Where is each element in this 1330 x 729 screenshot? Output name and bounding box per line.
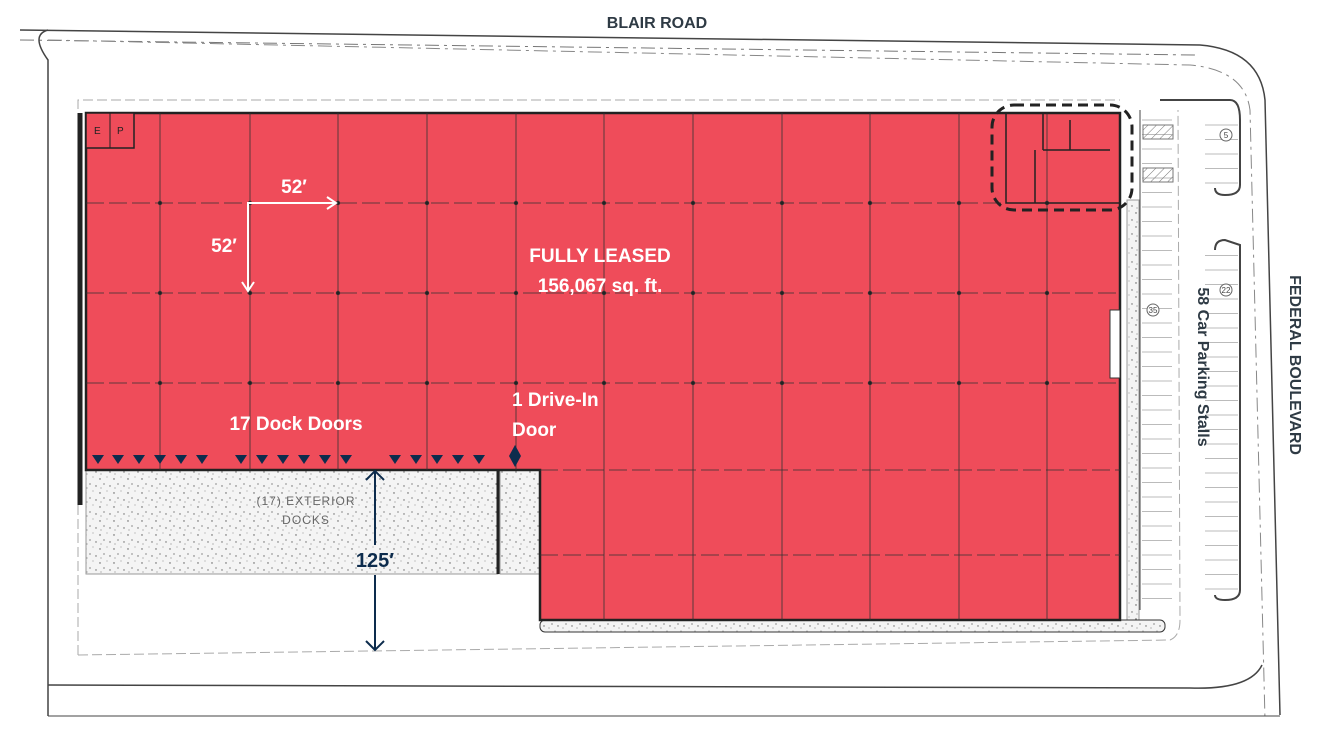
- truck-court-depth: 125′: [356, 550, 394, 572]
- bay-depth-label: 52′: [211, 236, 237, 257]
- dock-door-marker: [256, 455, 268, 464]
- exterior-docks-label-line1: (17) EXTERIOR: [256, 494, 355, 508]
- column: [956, 380, 962, 386]
- drive-in-ramp-pavement: [499, 469, 541, 575]
- road-label-blair: BLAIR ROAD: [607, 15, 707, 32]
- dock-door-marker: [112, 455, 124, 464]
- sidewalk: [539, 619, 1166, 633]
- svg-text:35: 35: [1149, 306, 1158, 315]
- column: [157, 380, 163, 386]
- column: [157, 200, 163, 206]
- road-label-federal: FEDERAL BOULEVARD: [1286, 275, 1303, 455]
- building-area: 156,067 sq. ft.: [538, 276, 663, 297]
- exterior-docks-label-line2: DOCKS: [282, 513, 330, 527]
- column: [601, 200, 607, 206]
- column: [690, 290, 696, 296]
- stall-number-5: 5: [1219, 128, 1233, 142]
- column: [956, 200, 962, 206]
- dock-doors-label: 17 Dock Doors: [229, 414, 362, 435]
- column: [690, 200, 696, 206]
- dock-door-marker: [340, 455, 352, 464]
- column: [601, 290, 607, 296]
- column: [247, 290, 253, 296]
- column: [867, 200, 873, 206]
- column: [513, 290, 519, 296]
- dock-door-marker: [196, 455, 208, 464]
- bay-width-label: 52′: [281, 177, 307, 198]
- column: [513, 200, 519, 206]
- room-label-p: P: [117, 126, 124, 137]
- dock-door-marker: [154, 455, 166, 464]
- column: [867, 380, 873, 386]
- column: [424, 200, 430, 206]
- column: [424, 380, 430, 386]
- column: [779, 200, 785, 206]
- exterior-dock-pavement: [85, 469, 499, 575]
- svg-text:22: 22: [1222, 286, 1231, 295]
- dock-door-marker: [410, 455, 422, 464]
- truck-court-dimension: [365, 469, 385, 652]
- parking-stalls: [1142, 119, 1238, 599]
- room-label-e: E: [94, 126, 101, 137]
- dock-door-marker: [298, 455, 310, 464]
- dock-door-marker: [277, 455, 289, 464]
- column: [335, 380, 341, 386]
- svg-text:5: 5: [1224, 131, 1229, 140]
- column: [1044, 380, 1050, 386]
- drive-in-label-line1: 1 Drive-In: [512, 390, 599, 411]
- column: [157, 290, 163, 296]
- accessible-aisle-hatch: [1142, 167, 1174, 183]
- dock-door-marker: [319, 455, 331, 464]
- column: [335, 290, 341, 296]
- column: [247, 380, 253, 386]
- dock-doors: [92, 455, 485, 464]
- bay-dimension-arrows: [241, 196, 338, 293]
- dock-door-marker: [175, 455, 187, 464]
- dock-door-marker: [473, 455, 485, 464]
- parking-label: 58 Car Parking Stalls: [1194, 287, 1211, 446]
- dock-door-marker: [92, 455, 104, 464]
- column: [956, 290, 962, 296]
- office-area: [990, 103, 1134, 212]
- stall-number-35: 35: [1146, 303, 1160, 317]
- sidewalk: [1126, 199, 1140, 621]
- column: [513, 380, 519, 386]
- column: [779, 290, 785, 296]
- column: [1044, 290, 1050, 296]
- dock-door-marker: [235, 455, 247, 464]
- dock-door-marker: [389, 455, 401, 464]
- column: [424, 290, 430, 296]
- stall-number-22: 22: [1219, 283, 1233, 297]
- column: [601, 380, 607, 386]
- drive-in-label-line2: Door: [512, 420, 557, 441]
- road-lines: [19, 29, 1281, 721]
- lease-status: FULLY LEASED: [529, 246, 670, 267]
- column-grid: [86, 113, 1120, 620]
- dock-door-marker: [452, 455, 464, 464]
- column: [867, 290, 873, 296]
- dock-door-marker: [133, 455, 145, 464]
- column: [690, 380, 696, 386]
- column: [779, 380, 785, 386]
- drive-in-door-marker: [509, 445, 521, 467]
- accessible-aisle-hatch: [1142, 124, 1174, 140]
- dock-door-marker: [431, 455, 443, 464]
